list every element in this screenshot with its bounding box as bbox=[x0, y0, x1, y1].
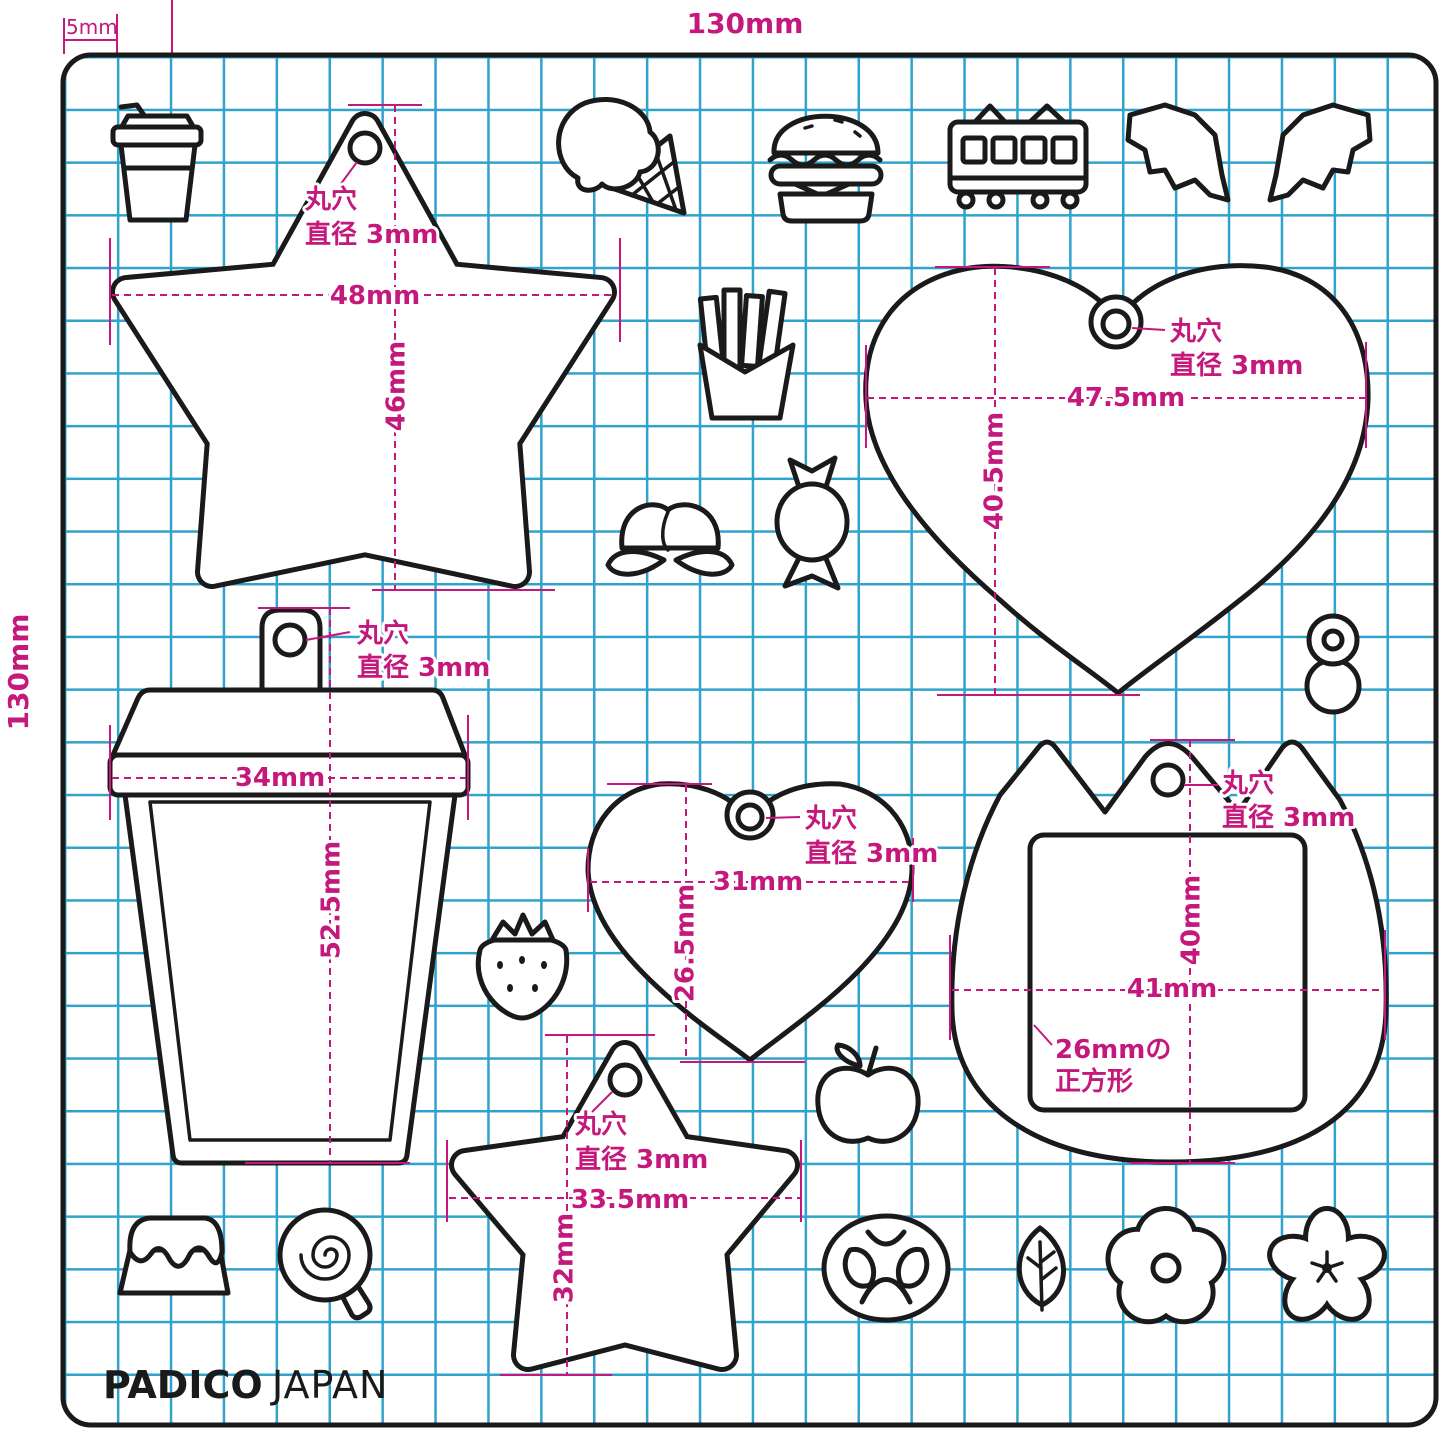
sakura-icon bbox=[1267, 1206, 1387, 1322]
cat-frame-window bbox=[1027, 832, 1308, 1113]
cat-frame-hole-size: 直径 3mm bbox=[1222, 803, 1355, 833]
heart-small-width-label: 31mm bbox=[713, 867, 803, 897]
cup-hole-leader bbox=[305, 631, 351, 641]
bat-wing-right-icon bbox=[1267, 102, 1373, 203]
brand-logo: PADICO JAPAN bbox=[103, 1363, 388, 1407]
heart-small-width-ticks bbox=[587, 838, 914, 912]
star-large-hole bbox=[347, 130, 383, 166]
brand-name: PADICO bbox=[103, 1363, 263, 1407]
candy-icon bbox=[774, 455, 850, 591]
cup-hole bbox=[272, 622, 308, 658]
french-fries-icon bbox=[697, 287, 796, 421]
heart-small-height-ticks bbox=[607, 783, 805, 1063]
heart-small-hole-leader bbox=[765, 816, 801, 819]
cat-frame-width-label: 41mm bbox=[1127, 974, 1217, 1004]
cat-frame-window-shape: 正方形 bbox=[1055, 1066, 1133, 1097]
star-large-hole-label: 丸穴 bbox=[304, 185, 357, 215]
heart-small-outline bbox=[585, 781, 915, 1063]
cat-frame-hole bbox=[1150, 762, 1186, 798]
cat-frame-shape: 41mm 40mm 丸穴 直径 3mm 26mmの 正方形 bbox=[949, 739, 1389, 1165]
star-small-hole-size: 直径 3mm bbox=[575, 1145, 708, 1175]
sheet-height-label: 130mm bbox=[2, 614, 35, 731]
cup-hole-size: 直径 3mm bbox=[357, 653, 490, 683]
star-small-height-ticks bbox=[500, 1034, 655, 1376]
heart-small-hole-size: 直径 3mm bbox=[805, 839, 938, 869]
leaf-icon bbox=[1016, 1225, 1066, 1312]
heart-small-shape: 31mm 26.5mm 丸穴 直径 3mm bbox=[585, 781, 941, 1063]
star-small-hole-label: 丸穴 bbox=[574, 1110, 627, 1140]
cup-lid bbox=[110, 687, 468, 758]
star-large-hole-leader bbox=[339, 161, 358, 186]
star-large-height-label: 46mm bbox=[382, 341, 412, 431]
apple-icon bbox=[815, 1042, 921, 1144]
bat-wing-left-icon bbox=[1125, 102, 1231, 203]
brand-suffix: JAPAN bbox=[270, 1363, 388, 1407]
heart-large-outline bbox=[863, 263, 1371, 696]
grid-size-label: 5mm bbox=[66, 15, 118, 39]
heart-large-width-ticks bbox=[865, 342, 1367, 448]
star-small-shape: 33.5mm 32mm 丸穴 直径 3mm bbox=[446, 1034, 802, 1376]
pudding-icon bbox=[117, 1215, 231, 1296]
heart-small-hole-label: 丸穴 bbox=[804, 804, 857, 834]
heart-large-hole-leader bbox=[1131, 327, 1166, 331]
star-large-width-label: 48mm bbox=[330, 281, 420, 311]
heart-large-width-label: 47.5mm bbox=[1067, 383, 1185, 413]
heart-small-height-label: 26.5mm bbox=[671, 884, 701, 1002]
pretzel-icon bbox=[821, 1213, 951, 1323]
heart-large-hole bbox=[1100, 308, 1132, 340]
cup-height-label: 52.5mm bbox=[317, 841, 347, 959]
heart-small-hole bbox=[735, 802, 765, 832]
drink-cup-icon bbox=[110, 102, 204, 223]
heart-large-height-ticks bbox=[935, 266, 1140, 696]
heart-large-hole-size: 直径 3mm bbox=[1170, 351, 1303, 381]
sheet-dimensions: 5mm 130mm 130mm bbox=[0, 0, 806, 733]
heart-large-shape: 47.5mm 40.5mm 丸穴 直径 3mm bbox=[863, 263, 1371, 696]
ring-charm-icon bbox=[1304, 613, 1362, 715]
star-small-hole-leader bbox=[591, 1091, 613, 1113]
star-small-hole bbox=[607, 1062, 643, 1098]
sheet-width-label: 130mm bbox=[687, 7, 804, 40]
cup-width-ticks bbox=[109, 715, 469, 820]
train-icon bbox=[947, 103, 1089, 210]
star-small-height-label: 32mm bbox=[550, 1213, 580, 1303]
cup-shape: 34mm 52.5mm 丸穴 直径 3mm bbox=[107, 607, 493, 1166]
star-small-width-label: 33.5mm bbox=[571, 1185, 689, 1215]
star-large-hole-size: 直径 3mm bbox=[305, 220, 438, 250]
plate-border bbox=[60, 52, 1439, 1428]
cup-inner-panel bbox=[148, 800, 432, 1142]
star-large-fill bbox=[115, 116, 612, 584]
cat-frame-height-label: 40mm bbox=[1177, 875, 1207, 965]
cup-height-ticks bbox=[245, 607, 410, 1164]
heart-large-height-label: 40.5mm bbox=[980, 412, 1010, 530]
strawberry-icon bbox=[475, 912, 570, 1021]
cup-hole-label: 丸穴 bbox=[356, 619, 409, 649]
heart-large-hole-label: 丸穴 bbox=[1169, 317, 1222, 347]
ice-cream-icon bbox=[556, 96, 687, 216]
lollipop-icon bbox=[277, 1207, 373, 1321]
peach-icon bbox=[605, 502, 735, 577]
star-large-width-ticks bbox=[109, 238, 621, 345]
grid-size-marker bbox=[63, 0, 173, 108]
cat-frame-height-ticks bbox=[1130, 739, 1235, 1164]
star-small-fill bbox=[454, 1045, 795, 1367]
star-large-shape: 48mm 46mm 丸穴 直径 3mm bbox=[109, 104, 621, 591]
cup-width-label: 34mm bbox=[235, 763, 325, 793]
cat-frame-hole-label: 丸穴 bbox=[1221, 769, 1274, 799]
flower-icon bbox=[1105, 1206, 1227, 1325]
star-large-height-ticks bbox=[348, 104, 555, 591]
cat-frame-window-leader bbox=[1033, 1024, 1053, 1046]
burger-icon bbox=[767, 113, 884, 224]
star-small-width-ticks bbox=[446, 1140, 802, 1222]
cat-frame-window-size: 26mmの bbox=[1055, 1035, 1171, 1065]
cat-frame-width-ticks bbox=[949, 930, 1386, 1040]
